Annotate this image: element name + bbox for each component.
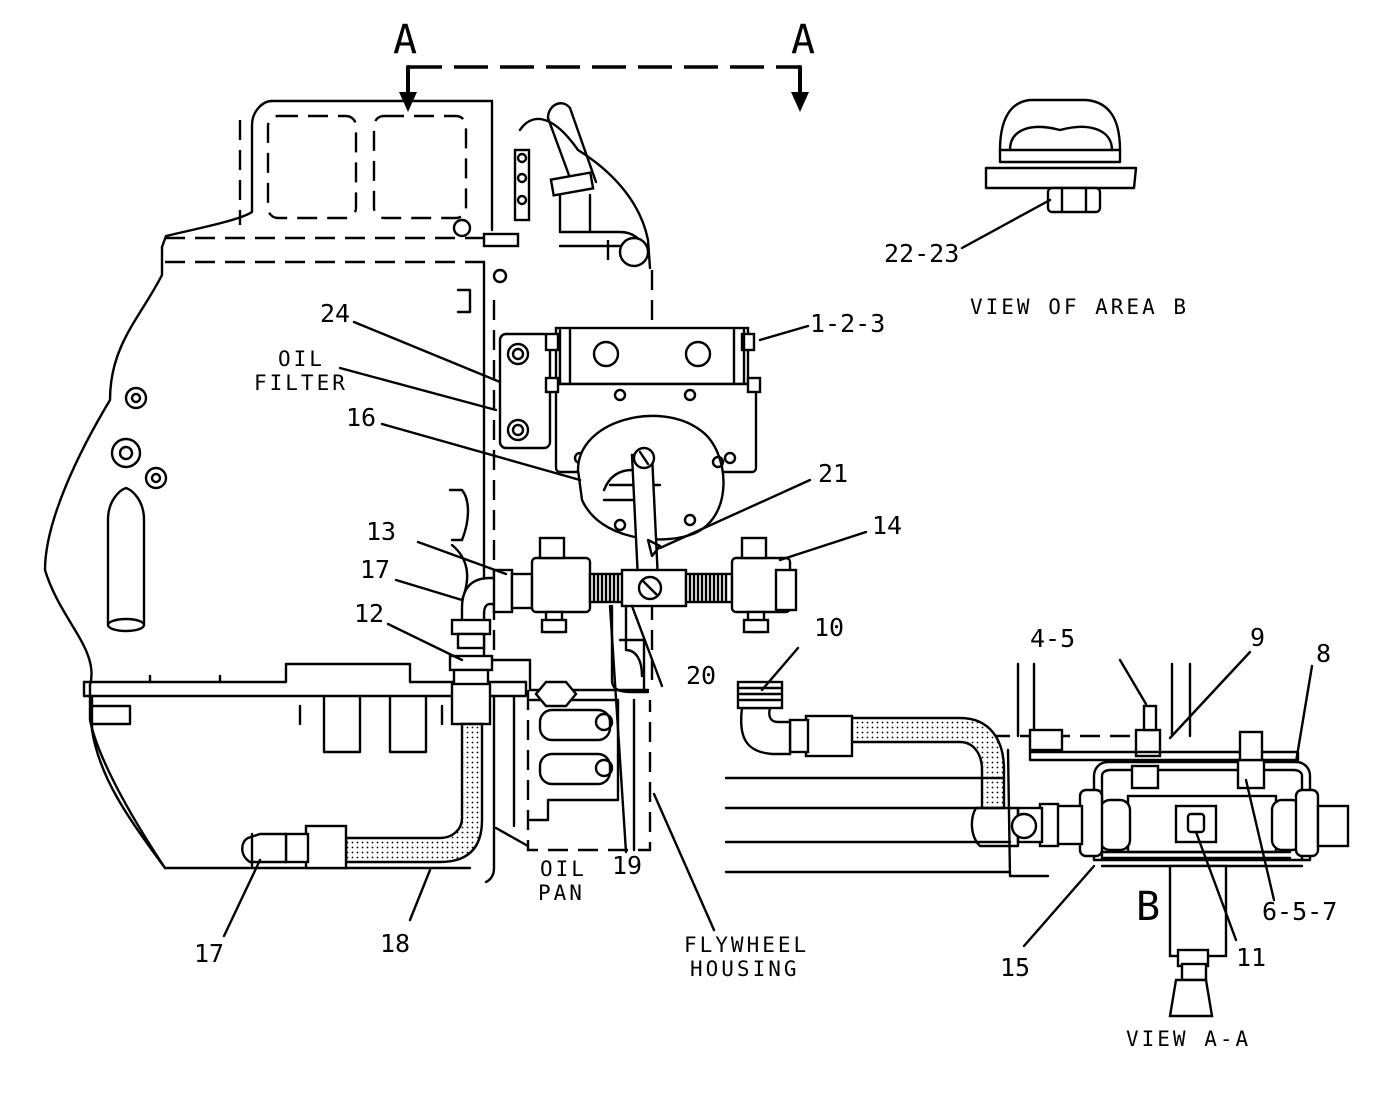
caption-view-a-a: VIEW A-A <box>1126 1027 1251 1051</box>
callout-oil-pan-line1: OIL <box>540 857 587 881</box>
sensor-bracket <box>498 326 762 582</box>
leader-lines <box>222 198 1314 948</box>
label-17-lower: 17 <box>194 939 224 968</box>
label-15: 15 <box>1000 953 1030 982</box>
callout-oil-filter-line1: OIL <box>278 347 325 371</box>
part-labels: 1-2-3 4-5 6-5-7 8 9 10 11 12 13 14 15 16… <box>194 239 1337 982</box>
view-marker-b: B <box>1136 884 1160 930</box>
label-17-upper: 17 <box>360 555 390 584</box>
view-a-a: B <box>724 662 1350 1018</box>
oil-pan <box>82 638 652 884</box>
section-mark-a-right: A <box>791 17 815 63</box>
callout-text: OIL FILTER OIL PAN FLYWHEEL HOUSING VIEW… <box>254 295 1251 1051</box>
label-18: 18 <box>380 929 410 958</box>
block-holes <box>106 386 168 633</box>
section-mark-a-left: A <box>393 17 417 63</box>
label-12: 12 <box>354 599 384 628</box>
oil-drain-hose <box>241 618 494 870</box>
label-21: 21 <box>818 459 848 488</box>
label-9: 9 <box>1250 623 1265 652</box>
label-10: 10 <box>814 613 844 642</box>
label-24: 24 <box>320 299 350 328</box>
callout-flywheel-housing-line1: FLYWHEEL <box>684 933 809 957</box>
label-11: 11 <box>1236 943 1266 972</box>
label-8: 8 <box>1316 639 1331 668</box>
section-line-a-a: A A <box>393 17 815 112</box>
view-of-area-b <box>984 98 1138 214</box>
label-22-23: 22-23 <box>884 239 959 268</box>
label-20: 20 <box>686 661 716 690</box>
callout-oil-filter-line2: FILTER <box>254 371 348 395</box>
label-1-2-3: 1-2-3 <box>810 309 885 338</box>
engine-block <box>43 99 531 870</box>
label-4-5: 4-5 <box>1030 624 1075 653</box>
label-14: 14 <box>872 511 902 540</box>
valve-manifold <box>460 536 798 694</box>
label-19: 19 <box>612 851 642 880</box>
callout-flywheel-housing-line2: HOUSING <box>690 957 800 981</box>
label-13: 13 <box>366 517 396 546</box>
caption-view-of-area-b: VIEW OF AREA B <box>970 295 1189 319</box>
label-6-5-7: 6-5-7 <box>1262 897 1337 926</box>
label-16: 16 <box>346 403 376 432</box>
callout-oil-pan-line2: PAN <box>538 881 585 905</box>
